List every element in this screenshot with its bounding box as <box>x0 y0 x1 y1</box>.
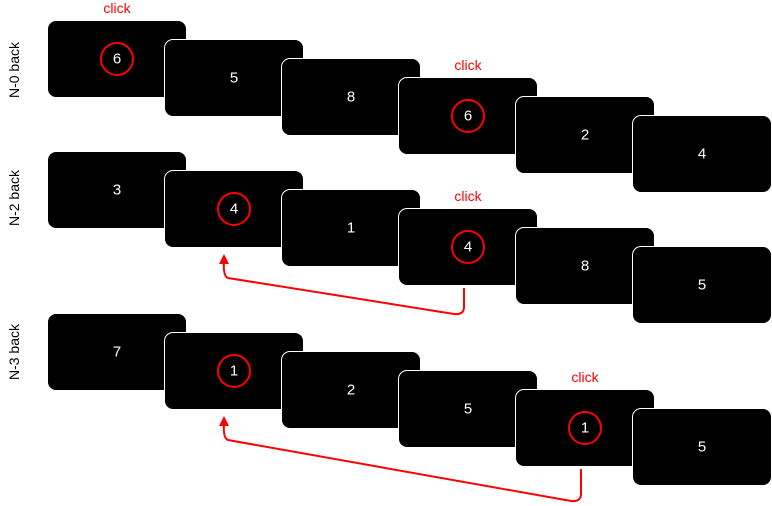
stimulus-digit: 1 <box>346 219 356 237</box>
stimulus-digit: 8 <box>580 257 590 275</box>
stimulus-digit: 5 <box>697 276 707 294</box>
target-circle <box>217 192 251 226</box>
nback-arrow <box>222 261 465 316</box>
stimulus-card: 3 <box>47 151 187 229</box>
stimulus-digit: 1 <box>580 419 590 437</box>
stimulus-digit: 4 <box>229 200 239 218</box>
stimulus-card: 8 <box>515 227 655 305</box>
stimulus-card: 5 <box>164 39 304 117</box>
target-circle <box>451 230 485 264</box>
arrowhead <box>219 254 229 264</box>
click-label: click <box>454 57 482 73</box>
stimulus-card: 4 <box>398 208 538 286</box>
target-circle <box>451 99 485 133</box>
nback-arrow <box>222 423 582 503</box>
stimulus-card: 6 <box>47 20 187 98</box>
stimulus-digit: 4 <box>697 145 707 163</box>
stimulus-card: 4 <box>632 115 772 193</box>
stimulus-digit: 2 <box>580 126 590 144</box>
stimulus-card: 5 <box>398 370 538 448</box>
stimulus-card: 8 <box>281 58 421 136</box>
stimulus-digit: 8 <box>346 88 356 106</box>
stimulus-digit: 6 <box>463 107 473 125</box>
stimulus-card: 2 <box>281 351 421 429</box>
stimulus-digit: 5 <box>697 438 707 456</box>
target-circle <box>568 411 602 445</box>
click-label: click <box>103 0 131 16</box>
stimulus-digit: 5 <box>229 69 239 87</box>
stimulus-digit: 7 <box>112 343 122 361</box>
stimulus-digit: 5 <box>463 400 473 418</box>
arrowhead <box>219 416 229 426</box>
stimulus-card: 2 <box>515 96 655 174</box>
stimulus-digit: 1 <box>229 362 239 380</box>
click-label: click <box>571 369 599 385</box>
target-circle <box>100 42 134 76</box>
stimulus-digit: 4 <box>463 238 473 256</box>
stimulus-digit: 2 <box>346 381 356 399</box>
stimulus-digit: 3 <box>112 181 122 199</box>
stimulus-card: 6 <box>398 77 538 155</box>
stimulus-card: 1 <box>515 389 655 467</box>
click-label: click <box>454 188 482 204</box>
target-circle <box>217 354 251 388</box>
stimulus-card: 5 <box>632 408 772 486</box>
stimulus-card: 1 <box>164 332 304 410</box>
stimulus-digit: 6 <box>112 50 122 68</box>
